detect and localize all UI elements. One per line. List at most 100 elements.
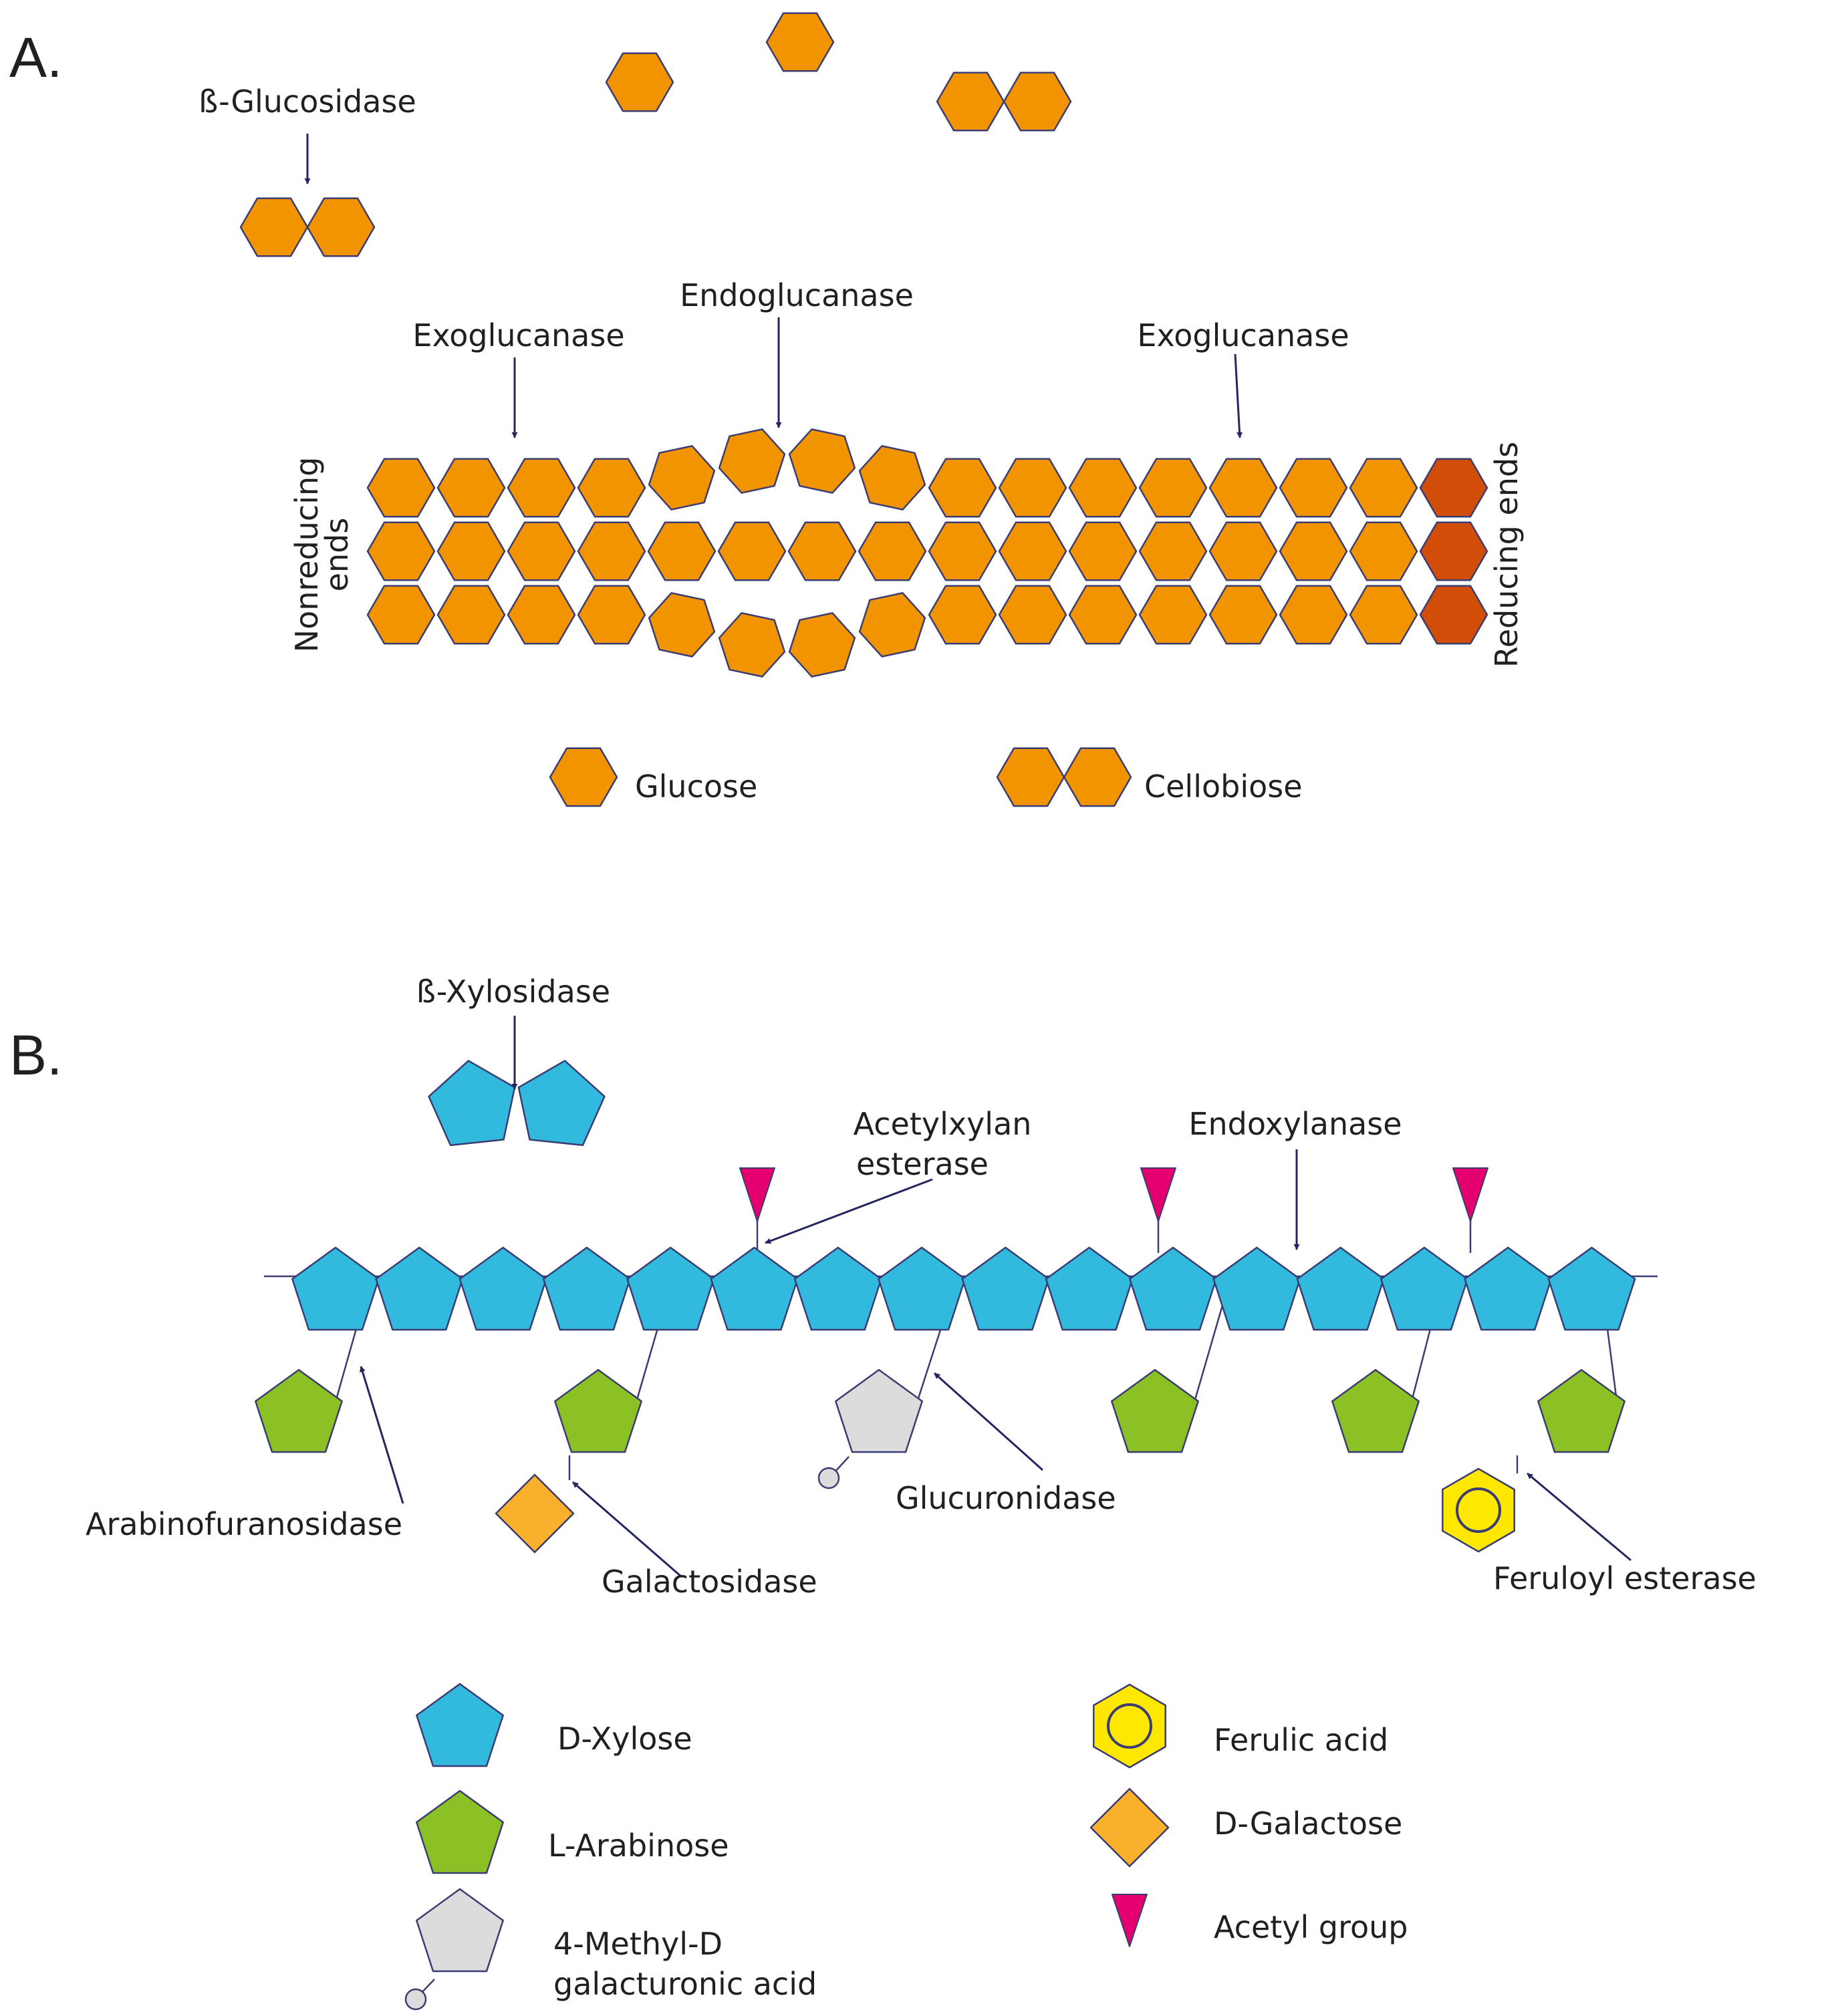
- legend-xylose-icon: [416, 1683, 504, 1767]
- endoxylanase-label: Endoxylanase: [1188, 1106, 1402, 1142]
- glucose-hexagon: [1138, 585, 1208, 645]
- glucose-hexagon: [366, 458, 436, 518]
- legend-arabinose-label: L-Arabinose: [548, 1828, 729, 1864]
- feruloyl-esterase-arrow: [1527, 1472, 1632, 1562]
- glucose-hexagon: [507, 585, 576, 645]
- acetylxylan-esterase-label-line1: Acetylxylan: [854, 1106, 1032, 1142]
- xylose-pentagon: [542, 1246, 631, 1331]
- xylose-pentagon: [1464, 1246, 1553, 1331]
- legend-glucose-label: Glucose: [635, 768, 757, 805]
- xylose-pentagon: [1547, 1246, 1636, 1331]
- glucose-hexagon: [928, 458, 997, 518]
- galactose-diamond: [495, 1473, 575, 1554]
- xylose-pentagon: [291, 1246, 380, 1331]
- glucose-hexagon: [577, 585, 646, 645]
- xylose-pentagon: [459, 1246, 547, 1331]
- glucose-hexagon: [436, 458, 506, 518]
- glucose-hexagon: [605, 52, 674, 112]
- enzyme-arrows: [304, 134, 1632, 1578]
- xylose-pentagon: [1212, 1246, 1301, 1331]
- legend-galactose-icon: [1089, 1787, 1170, 1868]
- glucose-hexagon: [1279, 585, 1348, 645]
- legend-arabinose-icon: [416, 1789, 504, 1874]
- glucose-hexagon: [765, 12, 835, 72]
- methyl-glucuronic-pentagon: [835, 1369, 923, 1453]
- glucose-hexagon: [718, 428, 786, 494]
- xylose-pentagon: [1296, 1246, 1385, 1331]
- glucose-hexagon: [928, 585, 997, 645]
- glucose-hexagon: [1138, 458, 1208, 518]
- glucose-hexagon: [1279, 458, 1348, 518]
- galactosidase-label: Galactosidase: [602, 1564, 817, 1600]
- glucose-hexagon: [577, 458, 646, 518]
- nonreducing-ends-label-line1: Nonreducing: [289, 457, 325, 653]
- legend-acetyl-label: Acetyl group: [1214, 1909, 1408, 1945]
- glucose-hexagon: [648, 445, 716, 511]
- glucose-hexagon: [436, 585, 506, 645]
- reducing-ends-label: Reducing ends: [1488, 442, 1525, 668]
- legend-cellobiose-icon: [996, 747, 1065, 807]
- glucose-hexagon: [647, 521, 717, 581]
- glucose-hexagon: [1068, 458, 1138, 518]
- xylose-pentagon: [710, 1246, 799, 1331]
- glucose-hexagon: [998, 585, 1067, 645]
- glucose-hexagon: [928, 521, 997, 581]
- cellobiose-hexagon: [1003, 71, 1072, 132]
- glucose-hexagon: [507, 458, 576, 518]
- glucose-hexagon: [788, 428, 856, 494]
- acetylxylan-esterase-arrow: [765, 1178, 933, 1244]
- xylose-pentagon: [793, 1246, 882, 1331]
- glucose-hexagon: [858, 521, 927, 581]
- arabinose-pentagon: [255, 1369, 343, 1453]
- glucose-hexagon: [577, 521, 646, 581]
- glucose-hexagon: [998, 458, 1067, 518]
- acetylxylan-esterase-label-line2: esterase: [856, 1146, 989, 1182]
- xylose-pentagon: [878, 1246, 966, 1331]
- glucose-hexagon: [1349, 585, 1418, 645]
- methyl-pin-dot: [817, 1467, 840, 1489]
- legend-galactose-label: D-Galactose: [1214, 1806, 1402, 1842]
- xylose-pentagon: [1380, 1246, 1468, 1331]
- panel-a-label: A.: [9, 26, 62, 89]
- ferulic-acid-ring: [1456, 1487, 1501, 1533]
- arabinose-pentagon: [1331, 1369, 1420, 1453]
- arabinose-pentagon: [1537, 1369, 1625, 1453]
- xylose-pentagon: [626, 1246, 715, 1331]
- beta-glucosidase-label: ß-Glucosidase: [199, 84, 416, 120]
- legend-xylose-label: D-Xylose: [557, 1721, 692, 1757]
- exoglucanase-left-label: Exoglucanase: [412, 317, 624, 353]
- glucose-hexagon: [858, 592, 926, 658]
- panel-b-label: B.: [9, 1024, 62, 1087]
- endoglucanase-label: Endoglucanase: [680, 277, 914, 313]
- legend-methyl-label-line1: 4-Methyl-D: [553, 1926, 723, 1962]
- arabinose-pentagon: [1111, 1369, 1199, 1453]
- reducing-end-hexagon: [1419, 458, 1488, 518]
- acetyl-triangle: [1140, 1167, 1176, 1222]
- reducing-end-hexagon: [1419, 521, 1488, 581]
- glucose-hexagon: [858, 445, 926, 511]
- cellobiose-hexagon: [239, 197, 309, 257]
- glucose-hexagon: [998, 521, 1067, 581]
- glucose-hexagon: [718, 612, 786, 678]
- glucuronidase-label: Glucuronidase: [896, 1480, 1116, 1516]
- beta-xylosidase-label: ß-Xylosidase: [416, 974, 610, 1010]
- xylose-pentagon: [1045, 1246, 1134, 1331]
- legend-cellobiose-label: Cellobiose: [1144, 768, 1303, 805]
- glucuronidase-arrow: [933, 1372, 1044, 1471]
- panel-b-shapes: [255, 1060, 1658, 2011]
- exoglucanase-right-arrow: [1234, 353, 1243, 438]
- legend-glucose-icon: [549, 747, 618, 807]
- arabinofuranosidase-arrow: [360, 1366, 404, 1504]
- xylose-pentagon: [1129, 1246, 1217, 1331]
- legend-ferulic-label: Ferulic acid: [1214, 1722, 1388, 1758]
- glucose-hexagon: [1068, 585, 1138, 645]
- xylose-pentagon: [375, 1246, 464, 1331]
- legend-methyl-label-line2: galacturonic acid: [553, 1966, 817, 2002]
- cellobiose-hexagon: [306, 197, 376, 257]
- legend-acetyl-icon: [1112, 1894, 1148, 1947]
- panel-a-shapes: [239, 12, 1488, 807]
- feruloyl-esterase-label: Feruloyl esterase: [1493, 1560, 1756, 1596]
- glucose-hexagon: [1349, 521, 1418, 581]
- reducing-end-hexagon: [1419, 585, 1488, 645]
